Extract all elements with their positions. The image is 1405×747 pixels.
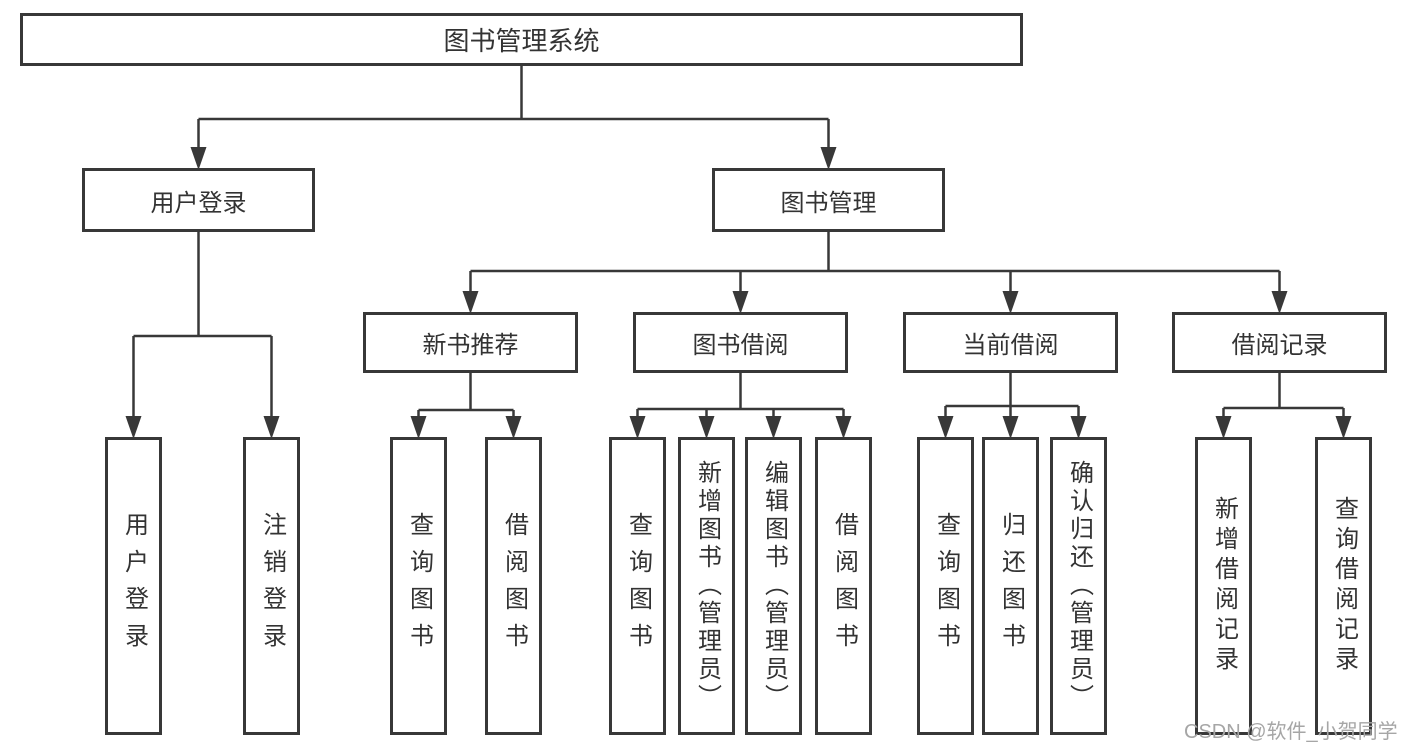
arrow-down-icon <box>732 291 749 314</box>
arrow-down-icon <box>765 416 782 439</box>
leaf-edit-book-admin: 编辑图书（管理员） <box>745 437 802 735</box>
connector-userlogin-to-leaves <box>132 232 273 417</box>
leaf-borrowing-query-book: 查询图书 <box>609 437 666 735</box>
node-label: 图书管理 <box>780 189 877 217</box>
arrow-down-icon <box>1271 291 1288 314</box>
leaf-logout: 注销登录 <box>243 437 300 735</box>
arrow-down-icon <box>125 416 142 439</box>
node-label: 用户登录 <box>120 512 148 660</box>
node-user-login: 用户登录 <box>82 168 315 232</box>
leaf-query-borrow-record: 查询借阅记录 <box>1315 437 1372 735</box>
leaf-recommend-borrow-book: 借阅图书 <box>485 437 542 735</box>
node-label: 注销登录 <box>258 512 286 660</box>
connector-bookmgmt-to-level3 <box>469 232 1281 292</box>
node-current-borrowing: 当前借阅 <box>903 312 1118 373</box>
connector-borrow-to-leaves <box>636 373 845 417</box>
arrow-down-icon <box>835 416 852 439</box>
node-label: 新增图书（管理员） <box>693 460 721 712</box>
connector-newbook-to-leaves <box>417 373 515 417</box>
node-label: 查询借阅记录 <box>1330 496 1358 676</box>
connector-records-to-leaves <box>1222 373 1345 417</box>
node-label: 借阅图书 <box>500 512 528 660</box>
node-label: 查询图书 <box>932 512 960 660</box>
arrow-down-icon <box>1002 416 1019 439</box>
node-library-system: 图书管理系统 <box>20 13 1023 66</box>
arrow-down-icon <box>505 416 522 439</box>
leaf-confirm-return-admin: 确认归还（管理员） <box>1050 437 1107 735</box>
node-label: 查询图书 <box>624 512 652 660</box>
node-borrowing-records: 借阅记录 <box>1172 312 1387 373</box>
node-label: 图书管理系统 <box>443 26 600 56</box>
arrow-down-icon <box>410 416 427 439</box>
leaf-borrowing-borrow-book: 借阅图书 <box>815 437 872 735</box>
node-label: 归还图书 <box>997 512 1025 660</box>
arrow-down-icon <box>1215 416 1232 439</box>
arrow-down-icon <box>1002 291 1019 314</box>
leaf-return-book: 归还图书 <box>982 437 1039 735</box>
arrow-down-icon <box>937 416 954 439</box>
arrow-down-icon <box>820 147 837 170</box>
arrow-down-icon <box>629 416 646 439</box>
node-label: 编辑图书（管理员） <box>760 460 788 712</box>
leaf-add-book-admin: 新增图书（管理员） <box>678 437 735 735</box>
node-book-management: 图书管理 <box>712 168 945 232</box>
leaf-recommend-query-book: 查询图书 <box>390 437 447 735</box>
arrow-down-icon <box>462 291 479 314</box>
node-label: 确认归还（管理员） <box>1065 460 1093 712</box>
arrow-down-icon <box>1335 416 1352 439</box>
node-label: 新书推荐 <box>422 332 519 359</box>
arrow-down-icon <box>263 416 280 439</box>
connector-root-to-level2 <box>197 66 830 148</box>
node-label: 用户登录 <box>150 189 247 217</box>
node-label: 新增借阅记录 <box>1210 496 1238 676</box>
node-label: 借阅记录 <box>1231 332 1328 359</box>
node-new-book-recommendation: 新书推荐 <box>363 312 578 373</box>
node-book-borrowing: 图书借阅 <box>633 312 848 373</box>
arrow-down-icon <box>1070 416 1087 439</box>
node-label: 当前借阅 <box>962 332 1059 359</box>
leaf-user-login: 用户登录 <box>105 437 162 735</box>
leaf-add-borrow-record: 新增借阅记录 <box>1195 437 1252 735</box>
arrow-down-icon <box>698 416 715 439</box>
leaf-current-query-book: 查询图书 <box>917 437 974 735</box>
node-label: 借阅图书 <box>830 512 858 660</box>
csdn-watermark: CSDN @软件_小贺同学 <box>1184 721 1398 743</box>
node-label: 图书借阅 <box>692 332 789 359</box>
node-label: 查询图书 <box>405 512 433 660</box>
connector-current-to-leaves <box>944 373 1080 417</box>
arrowheads <box>125 147 1352 439</box>
arrow-down-icon <box>190 147 207 170</box>
